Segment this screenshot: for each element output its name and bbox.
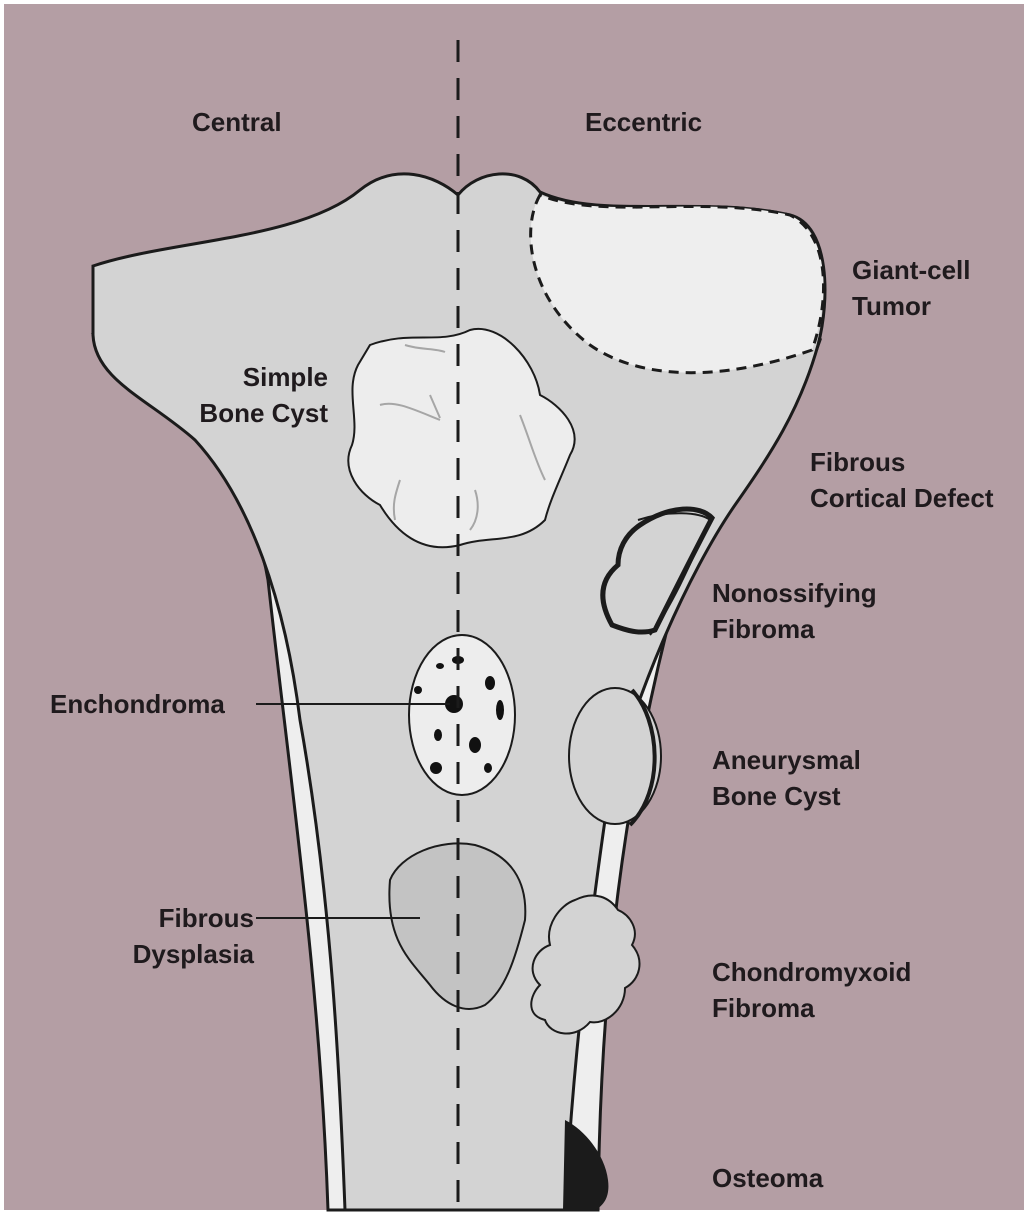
nonossifying-fibroma-label: Nonossifying Fibroma (712, 575, 877, 647)
fibrous-dysplasia-label-line1: Fibrous (100, 900, 254, 936)
simple-bone-cyst-label: Simple Bone Cyst (160, 359, 328, 431)
simple-bone-cyst-label-line1: Simple (160, 359, 328, 395)
eccentric-header: Eccentric (585, 104, 702, 140)
fibrous-cortical-defect-label: Fibrous Cortical Defect (810, 444, 994, 516)
simple-bone-cyst-label-line2: Bone Cyst (160, 395, 328, 431)
central-header: Central (192, 104, 282, 140)
fibrous-dysplasia-label: Fibrous Dysplasia (100, 900, 254, 972)
aneurysmal-bone-cyst-label: Aneurysmal Bone Cyst (712, 742, 861, 814)
aneurysmal-bone-cyst-label-line2: Bone Cyst (712, 778, 861, 814)
fibrous-cortical-defect-label-line2: Cortical Defect (810, 480, 994, 516)
giant-cell-tumor-label-line2: Tumor (852, 288, 970, 324)
nonossifying-fibroma-label-line2: Fibroma (712, 611, 877, 647)
nonossifying-fibroma-label-line1: Nonossifying (712, 575, 877, 611)
fibrous-dysplasia-label-line2: Dysplasia (100, 936, 254, 972)
chondromyxoid-fibroma-label-line1: Chondromyxoid (712, 954, 911, 990)
fibrous-cortical-defect-label-line1: Fibrous (810, 444, 994, 480)
enchondroma-label: Enchondroma (50, 686, 225, 722)
aneurysmal-bone-cyst-label-line1: Aneurysmal (712, 742, 861, 778)
giant-cell-tumor-label: Giant-cell Tumor (852, 252, 970, 324)
chondromyxoid-fibroma-label-line2: Fibroma (712, 990, 911, 1026)
osteoma-label: Osteoma (712, 1160, 823, 1196)
giant-cell-tumor-label-line1: Giant-cell (852, 252, 970, 288)
aneurysmal-bone-cyst-lesion (569, 688, 661, 824)
chondromyxoid-fibroma-label: Chondromyxoid Fibroma (712, 954, 911, 1026)
